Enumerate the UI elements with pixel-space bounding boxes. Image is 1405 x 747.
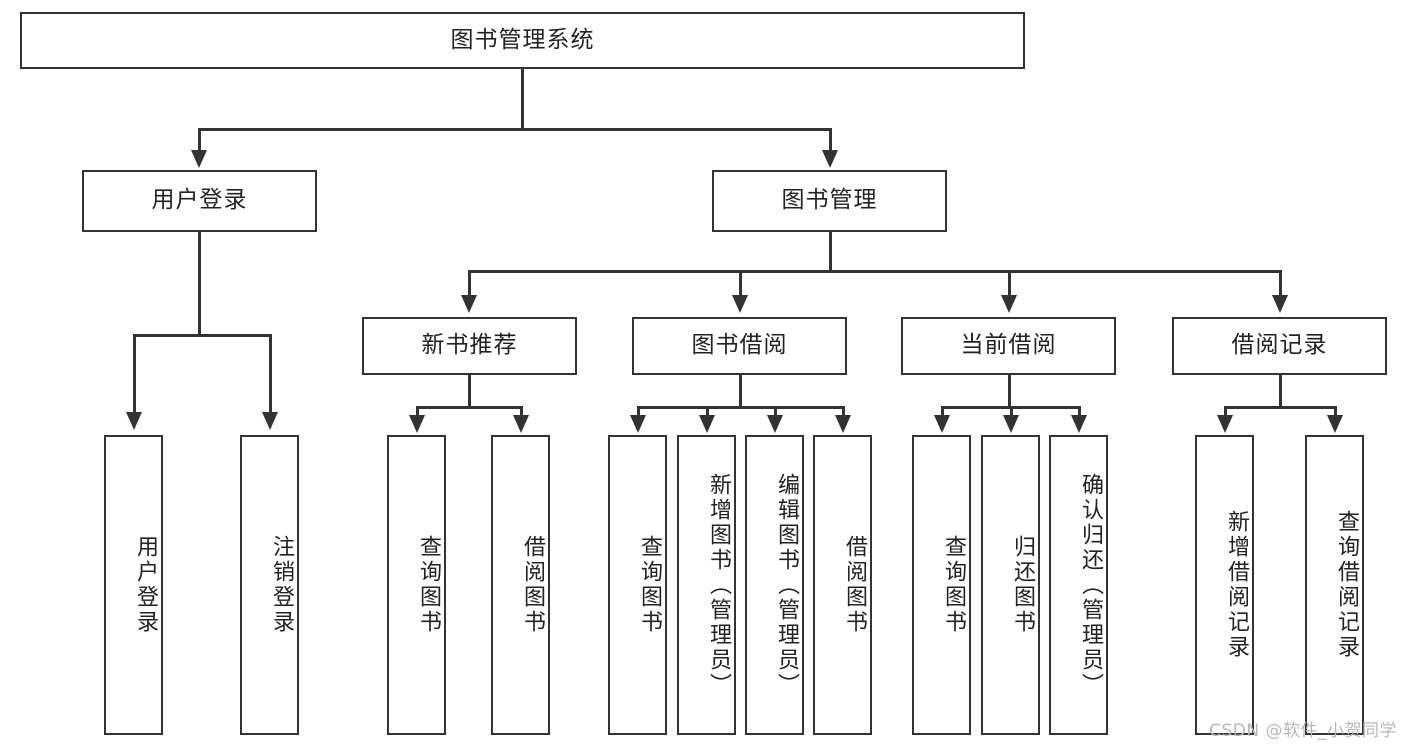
arrow-bb-leaf-2: [699, 415, 715, 433]
node-book-borrow[interactable]: 图书借阅: [632, 317, 847, 375]
node-borrow-record[interactable]: 借阅记录: [1172, 317, 1387, 375]
leaf-edit-book[interactable]: 编辑图书（管理员）: [745, 435, 804, 735]
edge-bb-bus: [637, 406, 844, 409]
arrow-bb-leaf-1: [630, 415, 646, 433]
leaf-query-book-3-label: 查询图书: [941, 535, 966, 635]
leaf-return-book[interactable]: 归还图书: [981, 435, 1040, 735]
leaf-confirm-return[interactable]: 确认归还（管理员）: [1049, 435, 1108, 735]
leaf-query-book-1[interactable]: 查询图书: [387, 435, 446, 735]
leaf-query-record-label: 查询借阅记录: [1334, 510, 1359, 660]
leaf-borrow-book-1-label: 借阅图书: [520, 535, 545, 635]
leaf-borrow-book-2-label: 借阅图书: [842, 535, 867, 635]
leaf-borrow-book-2[interactable]: 借阅图书: [813, 435, 872, 735]
leaf-add-book-label: 新增图书（管理员）: [706, 472, 731, 698]
arrow-cb-leaf-1: [934, 415, 950, 433]
edge-book-management-bus: [468, 270, 1280, 273]
edge-cb-drop-1: [941, 406, 944, 418]
leaf-user-login[interactable]: 用户登录: [104, 435, 163, 735]
arrow-bm-to-new-book-recommend: [461, 295, 477, 313]
node-user-login-label: 用户登录: [151, 187, 248, 214]
edge-nbr-bus: [416, 406, 522, 409]
edge-cb-drop-2: [1010, 406, 1013, 418]
edge-bm-drop-3: [1008, 270, 1011, 297]
leaf-user-logout[interactable]: 注销登录: [240, 435, 299, 735]
leaf-add-record[interactable]: 新增借阅记录: [1195, 435, 1254, 735]
arrow-nbr-leaf-2: [513, 415, 529, 433]
edge-user-login-bus: [133, 334, 271, 337]
leaf-user-logout-label: 注销登录: [269, 535, 294, 635]
leaf-query-record[interactable]: 查询借阅记录: [1305, 435, 1364, 735]
edge-nbr-stem: [468, 375, 471, 408]
arrow-user-login-leaf-1: [126, 412, 142, 430]
arrow-root-to-book-management: [822, 150, 838, 168]
leaf-borrow-book-1[interactable]: 借阅图书: [491, 435, 550, 735]
edge-br-bus: [1224, 406, 1336, 409]
arrow-bm-to-borrow-record: [1272, 295, 1288, 313]
edge-bm-drop-1: [468, 270, 471, 297]
edge-br-drop-2: [1334, 406, 1337, 418]
leaf-query-book-3[interactable]: 查询图书: [912, 435, 971, 735]
leaf-add-book[interactable]: 新增图书（管理员）: [677, 435, 736, 735]
edge-br-stem: [1279, 375, 1282, 408]
edge-root-bus: [198, 128, 832, 131]
edge-br-drop-1: [1224, 406, 1227, 418]
node-new-book-recommend-label: 新书推荐: [421, 332, 518, 359]
edge-root-to-book-management: [829, 128, 832, 154]
arrow-bm-to-book-borrow: [732, 295, 748, 313]
watermark: CSDN @软件_小贺同学: [1209, 721, 1397, 741]
edge-user-login-drop-1: [133, 334, 136, 416]
arrow-nbr-leaf-1: [409, 415, 425, 433]
edge-bb-drop-1: [637, 406, 640, 418]
node-user-login[interactable]: 用户登录: [82, 170, 317, 232]
arrow-br-leaf-2: [1327, 415, 1343, 433]
edge-root-stem: [521, 69, 524, 129]
leaf-user-login-label: 用户登录: [133, 535, 158, 635]
edge-bb-drop-2: [706, 406, 709, 418]
leaf-edit-book-label: 编辑图书（管理员）: [774, 472, 799, 698]
edge-nbr-drop-1: [416, 406, 419, 418]
edge-bb-drop-4: [842, 406, 845, 418]
node-root-label: 图书管理系统: [450, 26, 595, 53]
edge-user-login-drop-2: [269, 334, 272, 416]
edge-book-management-stem: [829, 232, 832, 271]
leaf-query-book-2-label: 查询图书: [637, 535, 662, 635]
edge-bm-drop-4: [1279, 270, 1282, 297]
leaf-confirm-return-label: 确认归还（管理员）: [1078, 472, 1103, 698]
arrow-bm-to-current-borrow: [1001, 295, 1017, 313]
arrow-user-login-leaf-2: [262, 412, 278, 430]
node-current-borrow[interactable]: 当前借阅: [901, 317, 1116, 375]
edge-bb-stem: [739, 375, 742, 408]
arrow-bb-leaf-3: [767, 415, 783, 433]
edge-root-to-user-login: [198, 128, 201, 154]
leaf-query-book-1-label: 查询图书: [416, 535, 441, 635]
edge-cb-drop-3: [1078, 406, 1081, 418]
arrow-bb-leaf-4: [835, 415, 851, 433]
node-new-book-recommend[interactable]: 新书推荐: [362, 317, 577, 375]
node-current-borrow-label: 当前借阅: [960, 332, 1057, 359]
node-borrow-record-label: 借阅记录: [1231, 332, 1328, 359]
edge-bb-drop-3: [774, 406, 777, 418]
arrow-cb-leaf-3: [1071, 415, 1087, 433]
arrow-br-leaf-1: [1217, 415, 1233, 433]
arrow-root-to-user-login: [191, 150, 207, 168]
leaf-query-book-2[interactable]: 查询图书: [608, 435, 667, 735]
node-book-management-label: 图书管理: [781, 187, 878, 214]
leaf-add-record-label: 新增借阅记录: [1224, 510, 1249, 660]
edge-cb-stem: [1008, 375, 1011, 408]
leaf-return-book-label: 归还图书: [1010, 535, 1035, 635]
edge-nbr-drop-2: [520, 406, 523, 418]
node-root[interactable]: 图书管理系统: [20, 12, 1025, 69]
node-book-borrow-label: 图书借阅: [691, 332, 788, 359]
edge-bm-drop-2: [739, 270, 742, 297]
edge-user-login-stem: [198, 232, 201, 335]
arrow-cb-leaf-2: [1003, 415, 1019, 433]
node-book-management[interactable]: 图书管理: [712, 170, 947, 232]
